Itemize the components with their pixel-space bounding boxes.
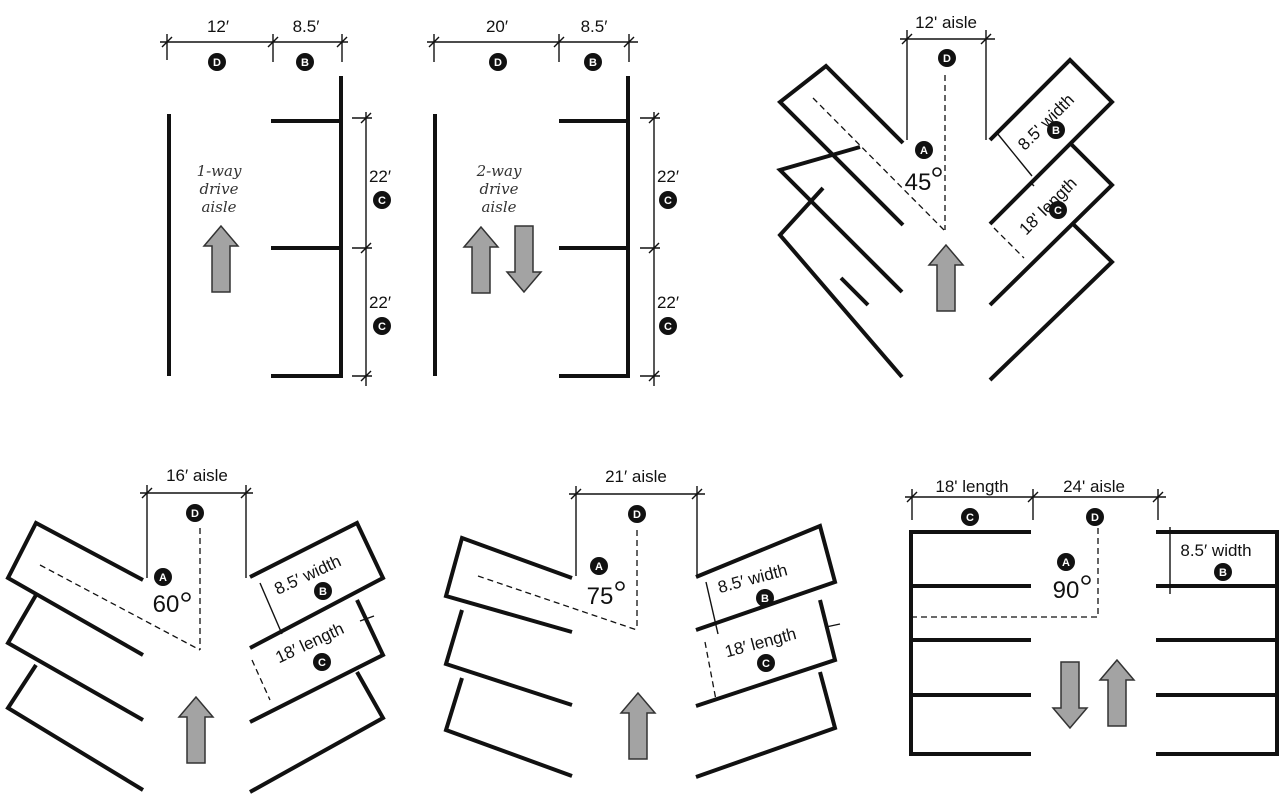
parking-angle: 60 bbox=[153, 591, 180, 618]
aisle-note: 2-way bbox=[476, 162, 522, 180]
aisle-note: aisle bbox=[481, 198, 516, 216]
parking-angle: 75 bbox=[587, 583, 614, 610]
stall-length-dimension: 22′ bbox=[369, 293, 391, 312]
letter-badge: B bbox=[756, 589, 774, 607]
svg-text:C: C bbox=[1054, 205, 1062, 217]
stall-width-dimension: 8.5′ bbox=[293, 17, 320, 36]
letter-badge: D bbox=[208, 53, 226, 71]
svg-text:D: D bbox=[943, 53, 951, 65]
arrow-up-icon bbox=[203, 225, 239, 293]
svg-text:D: D bbox=[1091, 512, 1099, 524]
panel-60-degree: 16′ aisle 8.5′ width 18′ length 60 D A B… bbox=[5, 466, 386, 794]
svg-text:B: B bbox=[319, 586, 327, 598]
svg-text:C: C bbox=[378, 321, 386, 333]
letter-badge: A bbox=[1057, 553, 1075, 571]
aisle-dimension: 12′ bbox=[207, 17, 229, 36]
degree-symbol bbox=[932, 167, 942, 177]
parking-angle: 90 bbox=[1053, 577, 1080, 604]
letter-badge: B bbox=[1047, 121, 1065, 139]
svg-text:B: B bbox=[589, 57, 597, 69]
letter-badge: C bbox=[659, 317, 677, 335]
svg-text:B: B bbox=[761, 593, 769, 605]
stall-width-dimension: 8.5′ bbox=[581, 17, 608, 36]
letter-badge: C bbox=[313, 653, 331, 671]
svg-text:C: C bbox=[664, 195, 672, 207]
letter-badge: C bbox=[373, 191, 391, 209]
letter-badge: D bbox=[489, 53, 507, 71]
letter-badge: B bbox=[314, 582, 332, 600]
letter-badge: D bbox=[628, 505, 646, 523]
stall-length-dimension: 22′ bbox=[657, 293, 679, 312]
panel-75-degree: 21′ aisle 8.5′ width 18′ length 75 D A B… bbox=[443, 467, 841, 779]
letter-badge: C bbox=[757, 654, 775, 672]
degree-symbol bbox=[615, 581, 625, 591]
aisle-note: 1-way bbox=[197, 162, 242, 180]
letter-badge: A bbox=[154, 568, 172, 586]
svg-text:D: D bbox=[191, 508, 199, 520]
aisle-dimension: 16′ aisle bbox=[166, 466, 228, 485]
letter-badge: A bbox=[915, 141, 933, 159]
stall-length-dimension: 18′ length bbox=[723, 624, 799, 661]
panel-parallel-one-way: 12′ 8.5′ 22′ 22′ 1-way drive aisle D B C… bbox=[160, 17, 391, 386]
svg-text:A: A bbox=[159, 572, 167, 584]
svg-text:B: B bbox=[1219, 567, 1227, 579]
svg-text:C: C bbox=[664, 321, 672, 333]
parking-angle: 45 bbox=[905, 169, 932, 196]
aisle-note: aisle bbox=[201, 198, 236, 216]
degree-symbol bbox=[181, 592, 191, 602]
svg-text:B: B bbox=[1052, 125, 1060, 137]
stall-length-dimension: 18' length bbox=[1016, 174, 1081, 239]
letter-badge: D bbox=[186, 504, 204, 522]
svg-text:A: A bbox=[920, 145, 928, 157]
svg-text:C: C bbox=[762, 658, 770, 670]
arrow-up-icon bbox=[928, 244, 964, 312]
letter-badge: D bbox=[1086, 508, 1104, 526]
letter-badge: B bbox=[584, 53, 602, 71]
svg-text:A: A bbox=[595, 561, 603, 573]
panel-90-degree: 18' length 24' aisle 8.5′ width 90 C D A… bbox=[905, 477, 1279, 756]
letter-badge: C bbox=[1049, 201, 1067, 219]
stall-length-dimension: 22′ bbox=[369, 167, 391, 186]
panel-45-degree: 12' aisle 8.5' width 18' length 45 D A B… bbox=[776, 13, 1115, 382]
arrow-up-icon bbox=[463, 226, 499, 294]
svg-text:C: C bbox=[966, 512, 974, 524]
stall-width-dimension: 8.5′ width bbox=[271, 551, 344, 598]
stall-length-dimension: 18′ length bbox=[273, 619, 347, 667]
panel-parallel-two-way: 20′ 8.5′ 22′ 22′ 2-way drive aisle D B C… bbox=[427, 17, 679, 386]
arrow-down-icon bbox=[506, 225, 542, 293]
svg-text:A: A bbox=[1062, 557, 1070, 569]
letter-badge: A bbox=[590, 557, 608, 575]
aisle-note: drive bbox=[200, 180, 239, 198]
aisle-dimension: 24' aisle bbox=[1063, 477, 1125, 496]
letter-badge: D bbox=[938, 49, 956, 67]
letter-badge: B bbox=[1214, 563, 1232, 581]
aisle-dimension: 20′ bbox=[486, 17, 508, 36]
svg-text:C: C bbox=[318, 657, 326, 669]
arrow-down-icon bbox=[1052, 661, 1088, 729]
arrow-up-icon bbox=[1099, 659, 1135, 727]
svg-text:D: D bbox=[213, 57, 221, 69]
stall-width-dimension: 8.5′ width bbox=[1180, 541, 1251, 560]
arrow-up-icon bbox=[620, 692, 656, 760]
letter-badge: C bbox=[961, 508, 979, 526]
svg-text:B: B bbox=[301, 57, 309, 69]
stall-length-dimension: 22′ bbox=[657, 167, 679, 186]
aisle-dimension: 21′ aisle bbox=[605, 467, 667, 486]
letter-badge: B bbox=[296, 53, 314, 71]
svg-text:D: D bbox=[633, 509, 641, 521]
svg-text:C: C bbox=[378, 195, 386, 207]
letter-badge: C bbox=[373, 317, 391, 335]
aisle-note: drive bbox=[480, 180, 519, 198]
stall-length-dimension: 18' length bbox=[935, 477, 1008, 496]
aisle-dimension: 12' aisle bbox=[915, 13, 977, 32]
svg-text:D: D bbox=[494, 57, 502, 69]
arrow-up-icon bbox=[178, 696, 214, 764]
letter-badge: C bbox=[659, 191, 677, 209]
degree-symbol bbox=[1081, 575, 1091, 585]
